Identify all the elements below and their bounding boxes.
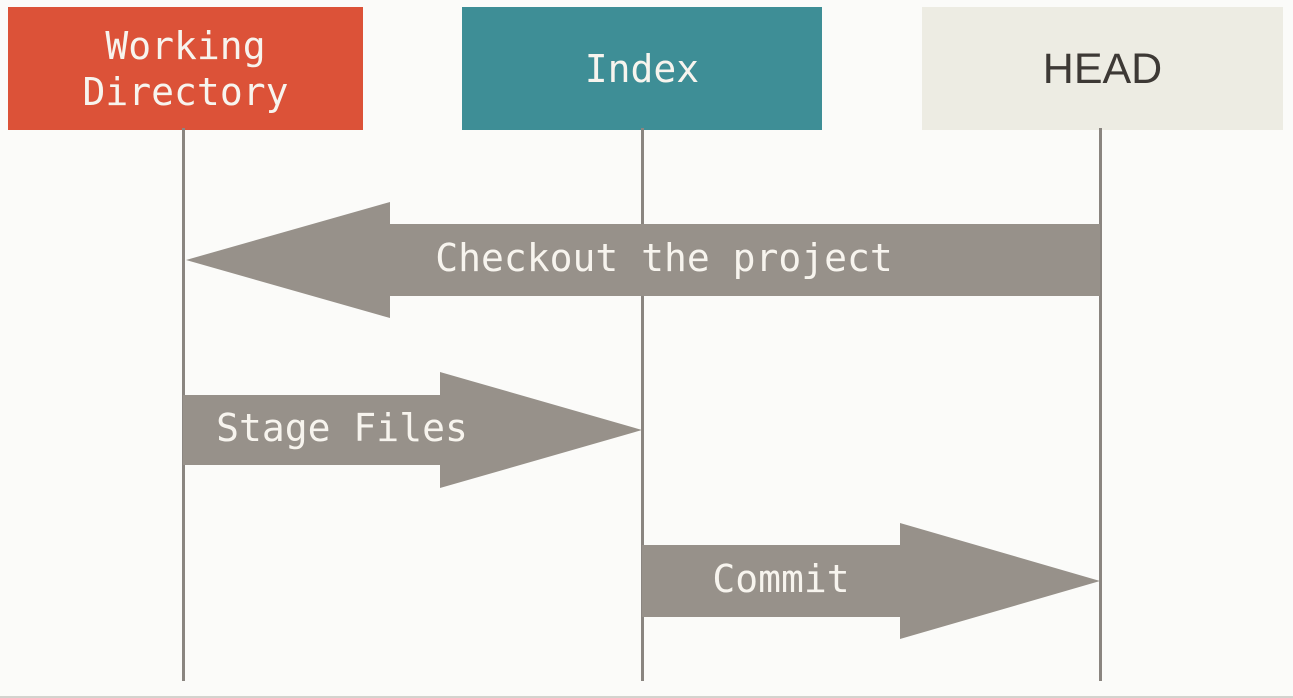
working-directory-label-line-1: Working — [105, 23, 266, 68]
bottom-edge — [0, 696, 1293, 698]
commit-arrow — [642, 523, 1100, 639]
index-label: Index — [584, 46, 700, 91]
index-box: Index — [462, 7, 822, 130]
checkout-arrow — [186, 202, 1100, 318]
stage-files-arrow-label: Stage Files — [216, 406, 468, 451]
stage-files-arrow — [183, 372, 642, 488]
head-box: HEAD — [922, 7, 1283, 130]
checkout-arrow-label: Checkout the project — [435, 236, 893, 281]
head-label: HEAD — [1042, 44, 1163, 93]
working-directory-box: Working Directory — [8, 7, 363, 130]
working-directory-label-line-2: Directory — [82, 69, 289, 114]
commit-arrow-label: Commit — [712, 557, 850, 602]
